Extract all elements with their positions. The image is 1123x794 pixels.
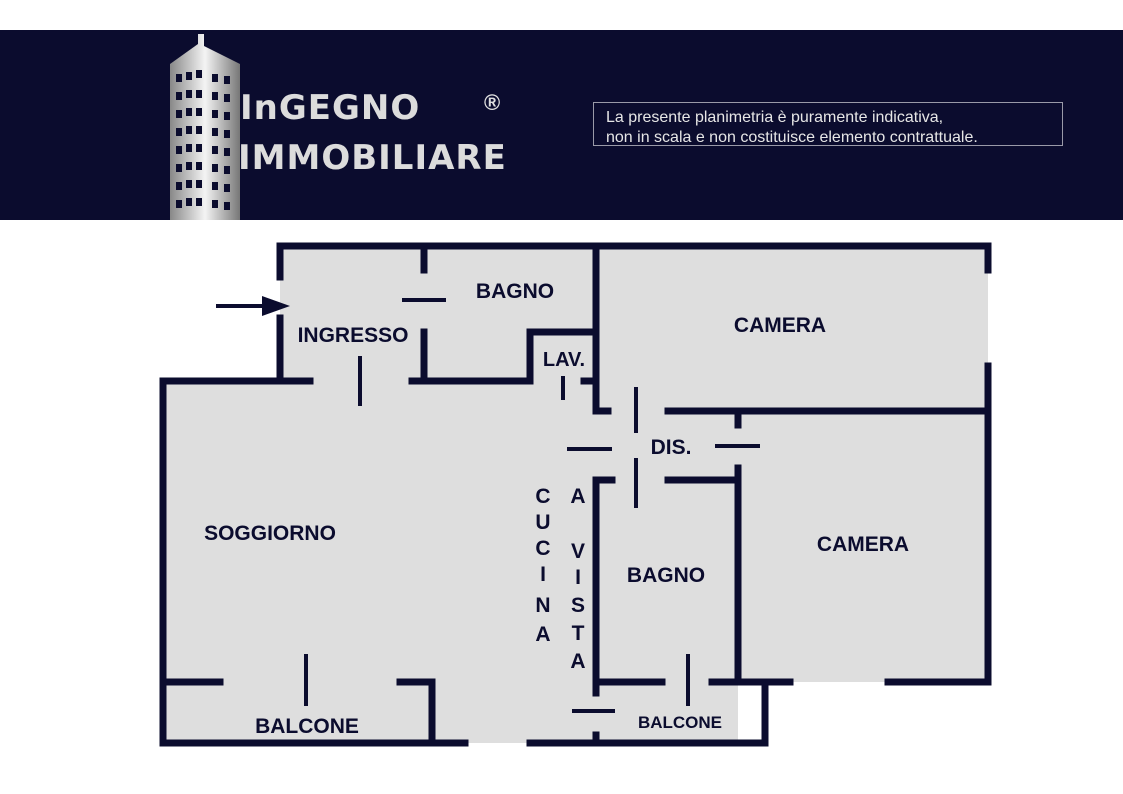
walls <box>159 242 992 747</box>
room-label-camera-top: CAMERA <box>734 314 826 337</box>
disclaimer-line1: La presente planimetria è puramente indi… <box>606 109 944 126</box>
a-vista-letter: T <box>572 622 585 645</box>
room-label-soggiorno: SOGGIORNO <box>204 522 336 545</box>
cucina-letter: N <box>535 594 550 617</box>
cucina-letter: A <box>535 623 550 646</box>
registered-mark: ® <box>484 90 501 115</box>
brand-name-line1: InGEGNO <box>240 88 421 128</box>
a-vista-letter: A <box>570 650 585 673</box>
room-label-camera-bottom: CAMERA <box>817 533 909 556</box>
room-label-balcone-left: BALCONE <box>255 715 359 738</box>
room-label-lav: LAV. <box>543 349 585 371</box>
a-vista-letter: A <box>570 485 585 508</box>
a-vista-letter: I <box>575 566 581 589</box>
a-vista-letter: V <box>571 540 585 563</box>
room-label-balcone-right: BALCONE <box>638 713 722 732</box>
building-icon <box>170 34 240 220</box>
disclaimer-line2: non in scala e non costituisce elemento … <box>606 129 978 146</box>
header-banner: InGEGNO IMMOBILIARE ® La presente planim… <box>0 30 1123 220</box>
cucina-letter: C <box>535 537 550 560</box>
cucina-letter: I <box>540 563 546 586</box>
arrow-right-icon <box>216 296 290 316</box>
room-label-ingresso: INGRESSO <box>298 324 409 347</box>
disclaimer-box: La presente planimetria è puramente indi… <box>593 102 1063 146</box>
room-label-dis: DIS. <box>651 436 692 459</box>
room-label-bagno-top: BAGNO <box>476 280 554 303</box>
door-leaves <box>304 298 760 713</box>
room-label-cucina: C U C I N A <box>535 485 550 646</box>
floor-fill <box>163 246 988 744</box>
cucina-letter: U <box>535 511 550 534</box>
cucina-letter: C <box>535 485 550 508</box>
a-vista-letter: S <box>571 594 585 617</box>
room-label-a-vista: A V I S T A <box>570 485 585 673</box>
room-label-bagno-bottom: BAGNO <box>627 564 705 587</box>
brand-name-line2: IMMOBILIARE <box>238 138 507 178</box>
